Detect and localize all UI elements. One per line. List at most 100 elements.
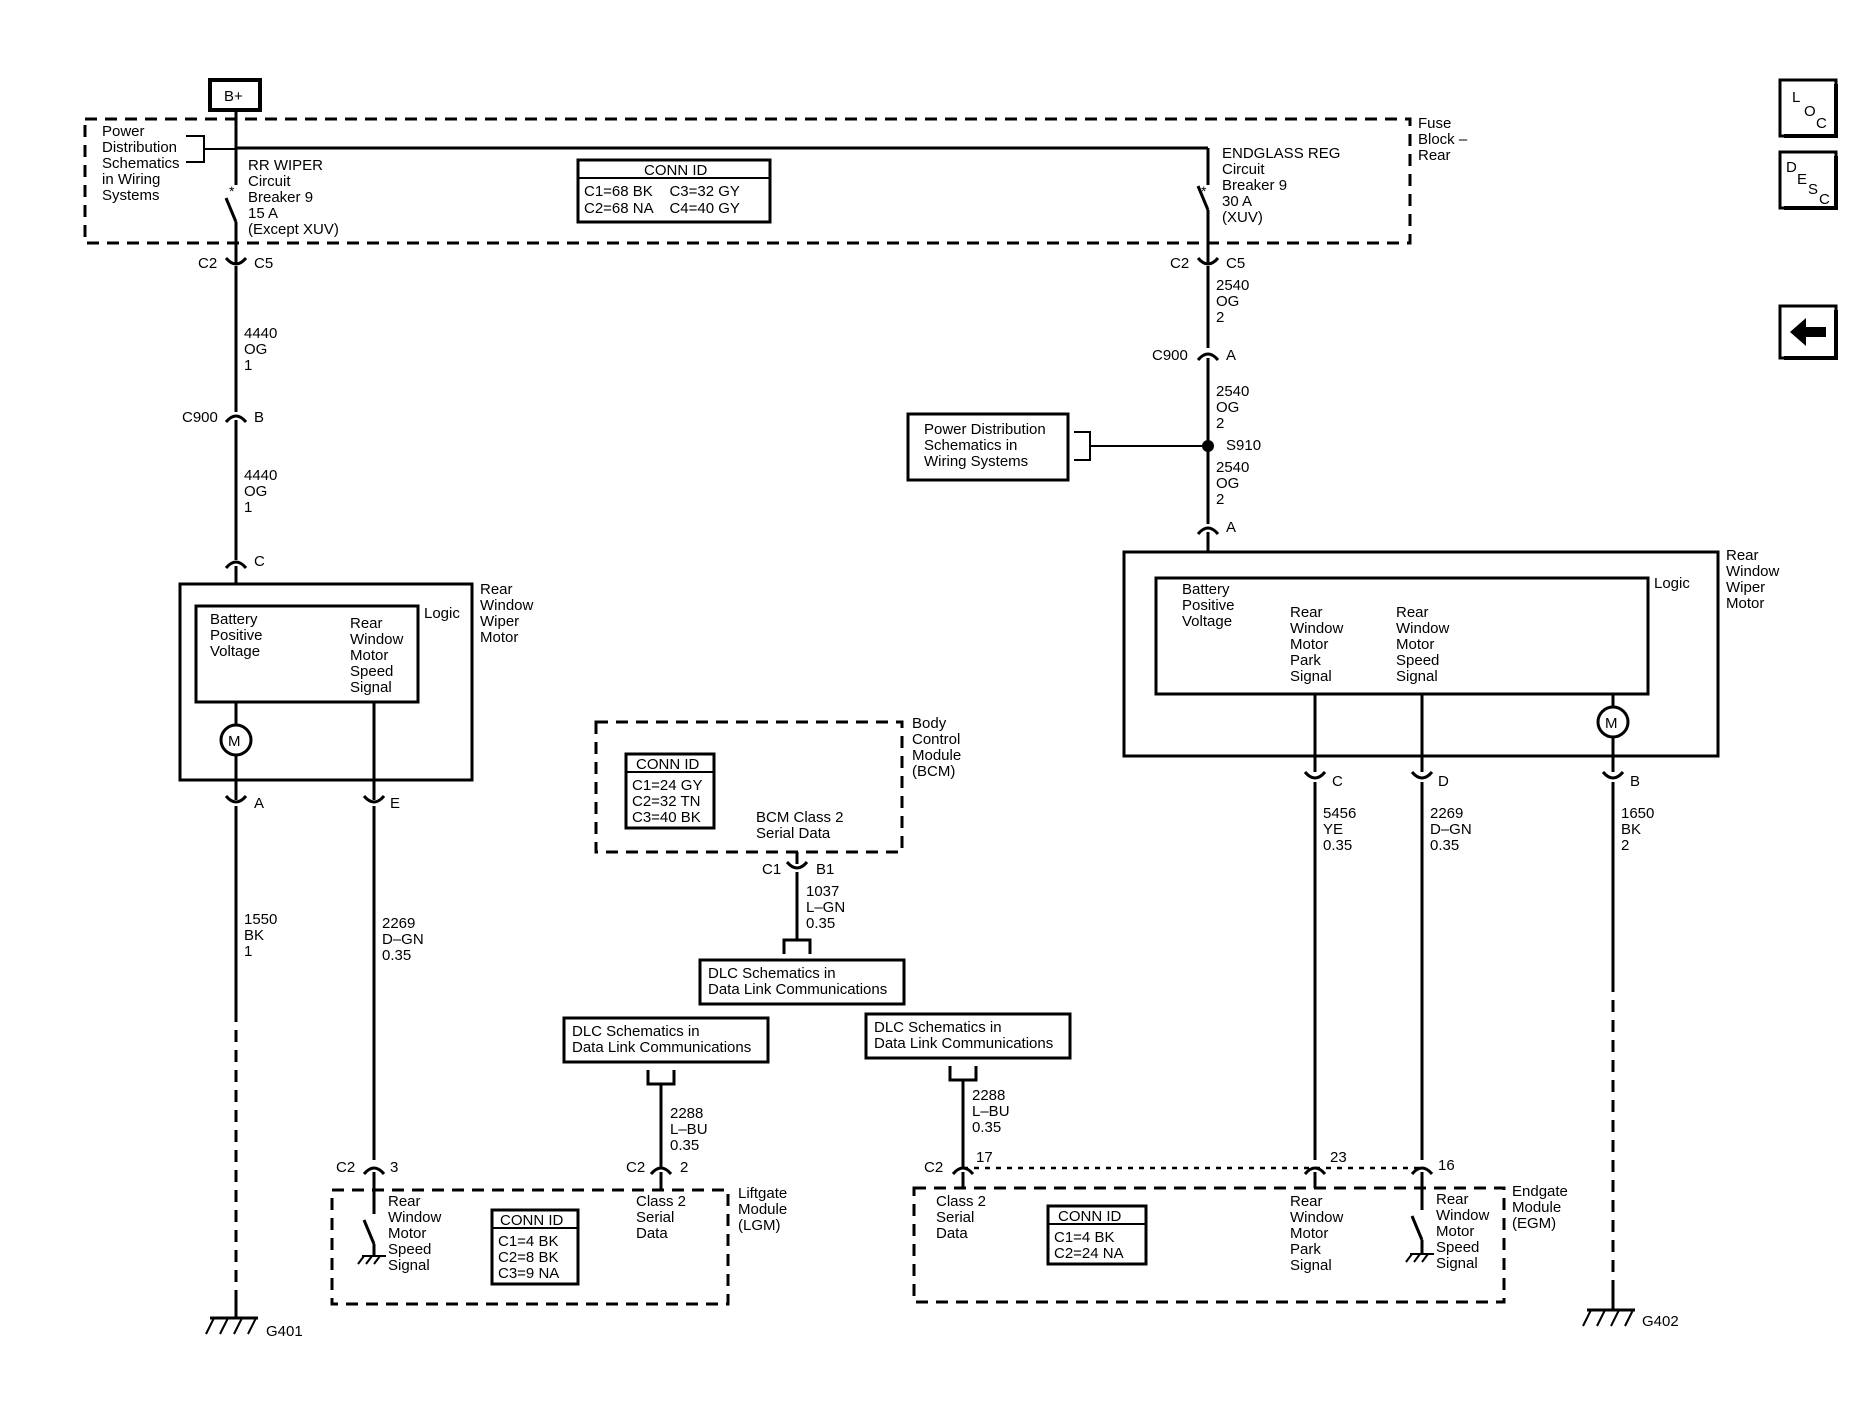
right-c2: C2 <box>1170 255 1189 272</box>
wire-1037: 1037 L–GN 0.35 <box>806 883 849 932</box>
svg-text:C1=68 BK C3=32 GY: C1=68 BK C3=32 GY <box>584 183 740 200</box>
splice-s910-label: S910 <box>1226 437 1261 454</box>
desc-c: C <box>1819 191 1830 208</box>
desc-button[interactable]: D E S C <box>1778 150 1838 210</box>
right-pin-c: C <box>1332 773 1343 790</box>
egm-conn-id: CONN ID C1=4 BK C2=24 NA <box>1046 1204 1148 1266</box>
dlc-ref-lgm[interactable]: DLC Schematics in Data Link Communicatio… <box>562 1016 770 1064</box>
wire-2540-b: 2540 OG 2 <box>1216 383 1254 432</box>
egm-pin-16: 16 <box>1438 1157 1455 1174</box>
power-dist-ref-right[interactable]: Power Distribution Schematics in Wiring … <box>906 412 1070 482</box>
svg-text:DLC Schematics in: DLC Schematics in <box>874 1019 1002 1036</box>
b-plus-label: B+ <box>224 88 243 105</box>
svg-text:DLC Schematics in: DLC Schematics in <box>572 1023 700 1040</box>
svg-text:Data Link Communications: Data Link Communications <box>708 981 887 998</box>
right-speed-label: Rear Window Motor Speed Signal <box>1396 604 1454 685</box>
svg-text:Wiring Systems: Wiring Systems <box>924 453 1028 470</box>
svg-text:Power Distribution: Power Distribution <box>924 421 1046 438</box>
svg-text:C3=9 NA: C3=9 NA <box>498 1265 559 1282</box>
svg-text:C2=24 NA: C2=24 NA <box>1054 1245 1124 1262</box>
right-logic-label: Logic <box>1654 575 1690 592</box>
left-speed-label: Rear Window Motor Speed Signal <box>350 615 408 696</box>
svg-text:M: M <box>228 733 241 750</box>
wire-2540-a: 2540 OG 2 <box>1216 277 1254 326</box>
wire-4440-b: 4440 OG 1 <box>244 467 282 516</box>
bcm-serial-label: BCM Class 2 Serial Data <box>756 809 848 842</box>
egm-label: Endgate Module (EGM) <box>1512 1183 1572 1232</box>
svg-text:M: M <box>1605 715 1618 732</box>
svg-text:C1=4 BK: C1=4 BK <box>1054 1229 1114 1246</box>
left-pin-e: E <box>390 795 400 812</box>
fuse-block-boundary <box>83 117 1412 245</box>
breaker-left-label: RR WIPER Circuit Breaker 9 15 A (Except … <box>248 157 339 238</box>
wire-4440-a: 4440 OG 1 <box>244 325 282 374</box>
left-c900: C900 <box>182 409 218 426</box>
lgm-conn-id: CONN ID C1=4 BK C2=8 BK C3=9 NA <box>490 1208 580 1286</box>
lgm-speed-label: Rear Window Motor Speed Signal <box>388 1193 446 1274</box>
ground-g402: G402 <box>1642 1313 1679 1330</box>
wire-1650: 1650 BK 2 <box>1621 805 1659 854</box>
right-c900: C900 <box>1152 347 1188 364</box>
egm-boundary <box>912 1186 1506 1304</box>
bcm-boundary <box>594 720 904 854</box>
lgm-serial-label: Class 2 Serial Data <box>636 1193 690 1242</box>
loc-o: O <box>1804 103 1816 120</box>
right-pin-d: D <box>1438 773 1449 790</box>
lgm-boundary <box>330 1188 730 1306</box>
right-pin-a: A <box>1226 347 1236 364</box>
svg-text:CONN ID: CONN ID <box>500 1212 564 1229</box>
svg-text:Data Link Communications: Data Link Communications <box>572 1039 751 1056</box>
fuse-block-label: Fuse Block – Rear <box>1418 115 1471 164</box>
wire-2288-lgm: 2288 L–BU 0.35 <box>670 1105 712 1154</box>
left-logic-label: Logic <box>424 605 460 622</box>
svg-text:*: * <box>229 183 235 199</box>
fuse-power-dist-ref: Power Distribution Schematics in Wiring … <box>102 123 184 204</box>
left-c2: C2 <box>198 255 217 272</box>
left-c5: C5 <box>254 255 273 272</box>
bcm-conn-id: CONN ID C1=24 GY C2=32 TN C3=40 BK <box>624 752 716 830</box>
svg-text:C1=24 GY: C1=24 GY <box>632 777 702 794</box>
svg-text:C2=32 TN: C2=32 TN <box>632 793 701 810</box>
svg-text:C3=40 BK: C3=40 BK <box>632 809 701 826</box>
desc-s: S <box>1808 181 1818 198</box>
right-pin-b: B <box>1630 773 1640 790</box>
breaker-right-label: ENDGLASS REG Circuit Breaker 9 30 A (XUV… <box>1222 145 1345 226</box>
lgm-c2-left: C2 <box>336 1159 355 1176</box>
egm-c2: C2 <box>924 1159 943 1176</box>
right-logic-box <box>1154 576 1650 696</box>
wire-1550: 1550 BK 1 <box>244 911 282 960</box>
right-battery-label: Battery Positive Voltage <box>1182 581 1239 630</box>
left-pin-a: A <box>254 795 264 812</box>
lgm-pin-2: 2 <box>680 1159 688 1176</box>
loc-l: L <box>1792 89 1800 106</box>
loc-button[interactable]: L O C <box>1778 78 1838 138</box>
back-button[interactable] <box>1778 304 1838 360</box>
egm-pin-23: 23 <box>1330 1149 1347 1166</box>
right-motor-label: Rear Window Wiper Motor <box>1726 547 1784 612</box>
dlc-ref-bcm[interactable]: DLC Schematics in Data Link Communicatio… <box>698 958 906 1006</box>
egm-park-label: Rear Window Motor Park Signal <box>1290 1193 1348 1274</box>
desc-d: D <box>1786 159 1797 176</box>
svg-text:CONN ID: CONN ID <box>644 162 708 179</box>
svg-text:*: * <box>1201 183 1207 199</box>
left-arrow-icon <box>1790 318 1826 346</box>
svg-text:C2=8 BK: C2=8 BK <box>498 1249 558 1266</box>
svg-text:CONN ID: CONN ID <box>1058 1208 1122 1225</box>
right-c5: C5 <box>1226 255 1245 272</box>
left-motor-label: Rear Window Wiper Motor <box>480 581 538 646</box>
left-pin-c: C <box>254 553 265 570</box>
desc-e: E <box>1797 171 1807 188</box>
bcm-label: Body Control Module (BCM) <box>912 715 965 780</box>
svg-text:CONN ID: CONN ID <box>636 756 700 773</box>
left-motor-icon <box>219 723 253 757</box>
svg-text:C2=68 NA C4=40 GY: C2=68 NA C4=40 GY <box>584 200 740 217</box>
egm-serial-label: Class 2 Serial Data <box>936 1193 990 1242</box>
ground-g401-icon <box>205 1300 258 1335</box>
loc-c: C <box>1816 115 1827 132</box>
svg-text:Data Link Communications: Data Link Communications <box>874 1035 1053 1052</box>
dlc-ref-egm[interactable]: DLC Schematics in Data Link Communicatio… <box>864 1012 1072 1060</box>
svg-text:DLC Schematics in: DLC Schematics in <box>708 965 836 982</box>
left-pin-b: B <box>254 409 264 426</box>
egm-speed-label: Rear Window Motor Speed Signal <box>1436 1191 1494 1272</box>
svg-text:Schematics in: Schematics in <box>924 437 1017 454</box>
